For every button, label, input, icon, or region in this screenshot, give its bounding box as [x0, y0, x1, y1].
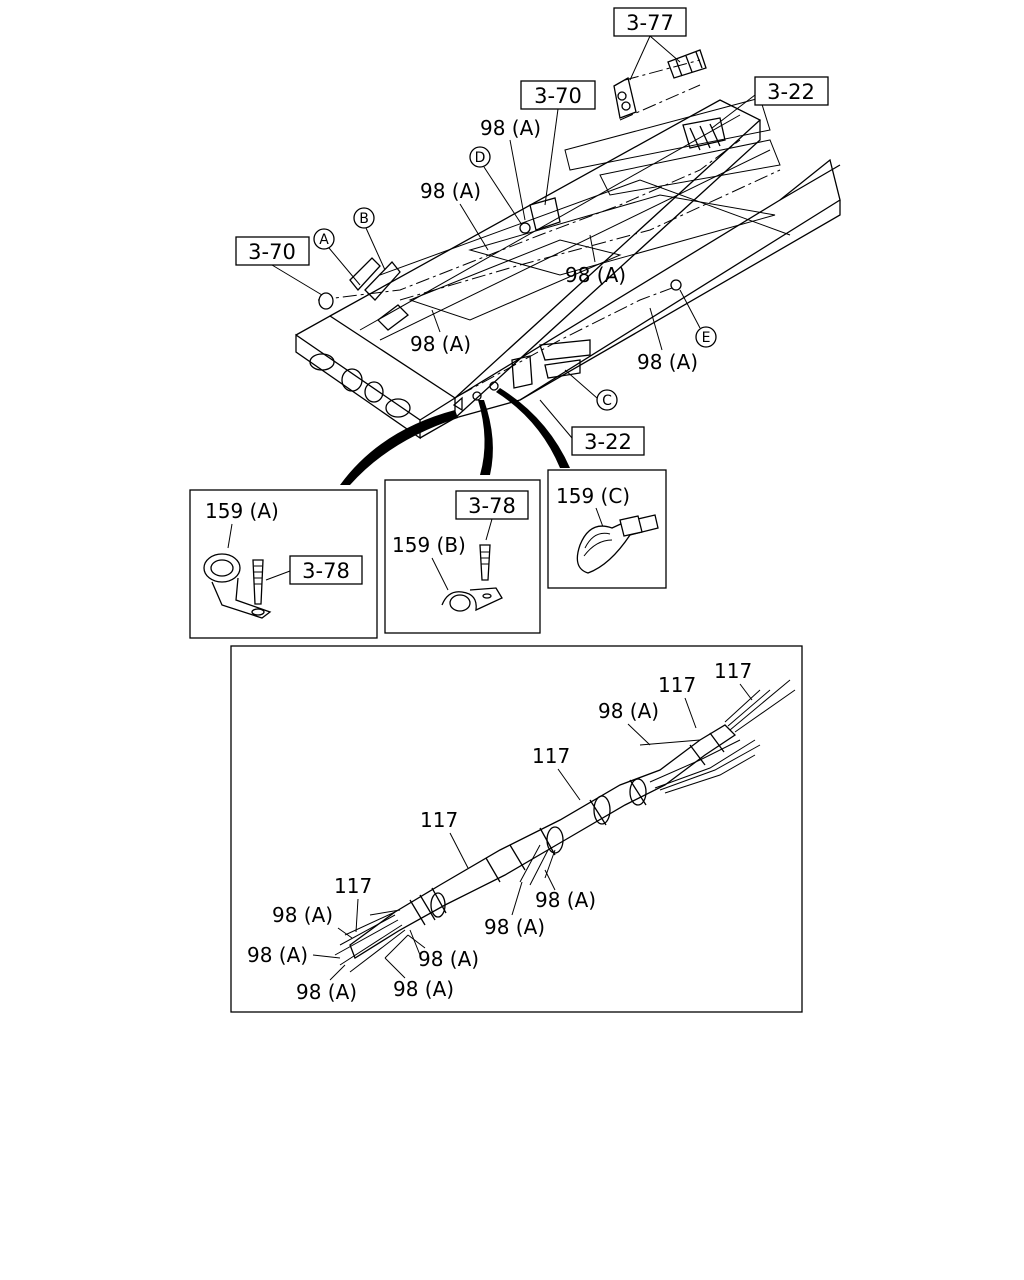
svg-text:A: A	[319, 232, 329, 248]
circle-label-d: D	[469, 146, 523, 226]
svg-text:98 (A): 98 (A)	[535, 888, 596, 912]
ref-box-3-22-top: 3-22	[711, 76, 829, 129]
svg-text:3-78: 3-78	[302, 559, 350, 583]
circle-label-a: A	[313, 228, 361, 286]
svg-text:98 (A): 98 (A)	[393, 977, 454, 1001]
circle-label-b: B	[353, 207, 386, 271]
svg-text:3-77: 3-77	[626, 11, 674, 35]
svg-text:3-70: 3-70	[534, 84, 582, 108]
detail-box-clip-159a: 159 (A) 3-78	[189, 489, 378, 639]
ref-box-3-77: 3-77	[613, 7, 687, 81]
svg-text:E: E	[702, 330, 711, 346]
harness-detail-box: 117 117 117 117 117 98 (A) 98 (A) 98 (A)…	[230, 645, 803, 1013]
svg-text:117: 117	[658, 673, 696, 697]
svg-text:98 (A): 98 (A)	[565, 263, 626, 287]
svg-text:98 (A): 98 (A)	[418, 947, 479, 971]
svg-text:98 (A): 98 (A)	[637, 350, 698, 374]
detail-box-clip-159b: 3-78 159 (B)	[384, 479, 541, 634]
svg-text:98 (A): 98 (A)	[410, 332, 471, 356]
detail-box-clip-159c: 159 (C)	[547, 469, 667, 589]
svg-text:98 (A): 98 (A)	[272, 903, 333, 927]
svg-text:159 (B): 159 (B)	[392, 533, 466, 557]
svg-text:98 (A): 98 (A)	[598, 699, 659, 723]
circle-label-e: E	[679, 289, 717, 348]
svg-text:98 (A): 98 (A)	[480, 116, 541, 140]
svg-text:3-22: 3-22	[767, 80, 815, 104]
svg-text:98 (A): 98 (A)	[296, 980, 357, 1004]
svg-text:159 (A): 159 (A)	[205, 499, 279, 523]
svg-text:3-70: 3-70	[248, 240, 296, 264]
svg-text:3-22: 3-22	[584, 430, 632, 454]
ref-box-3-70-top: 3-70	[520, 80, 596, 206]
detail-arrows	[340, 388, 570, 485]
svg-text:159 (C): 159 (C)	[556, 484, 630, 508]
svg-text:D: D	[475, 150, 486, 166]
svg-text:117: 117	[334, 874, 372, 898]
chassis-frame	[295, 59, 841, 440]
svg-text:B: B	[359, 211, 369, 227]
frame-part-labels: 98 (A) 98 (A) 98 (A) 98 (A) 98 (A)	[410, 116, 698, 374]
circle-label-c: C	[564, 369, 618, 411]
svg-text:117: 117	[420, 808, 458, 832]
svg-text:117: 117	[532, 744, 570, 768]
svg-text:98 (A): 98 (A)	[247, 943, 308, 967]
ref-box-3-22-bottom: 3-22	[539, 399, 645, 456]
svg-text:98 (A): 98 (A)	[484, 915, 545, 939]
svg-text:C: C	[602, 393, 612, 409]
frame-components	[318, 49, 726, 412]
svg-text:3-78: 3-78	[468, 494, 516, 518]
svg-text:117: 117	[714, 659, 752, 683]
svg-text:98 (A): 98 (A)	[420, 179, 481, 203]
ref-box-3-70-left: 3-70	[235, 236, 323, 296]
